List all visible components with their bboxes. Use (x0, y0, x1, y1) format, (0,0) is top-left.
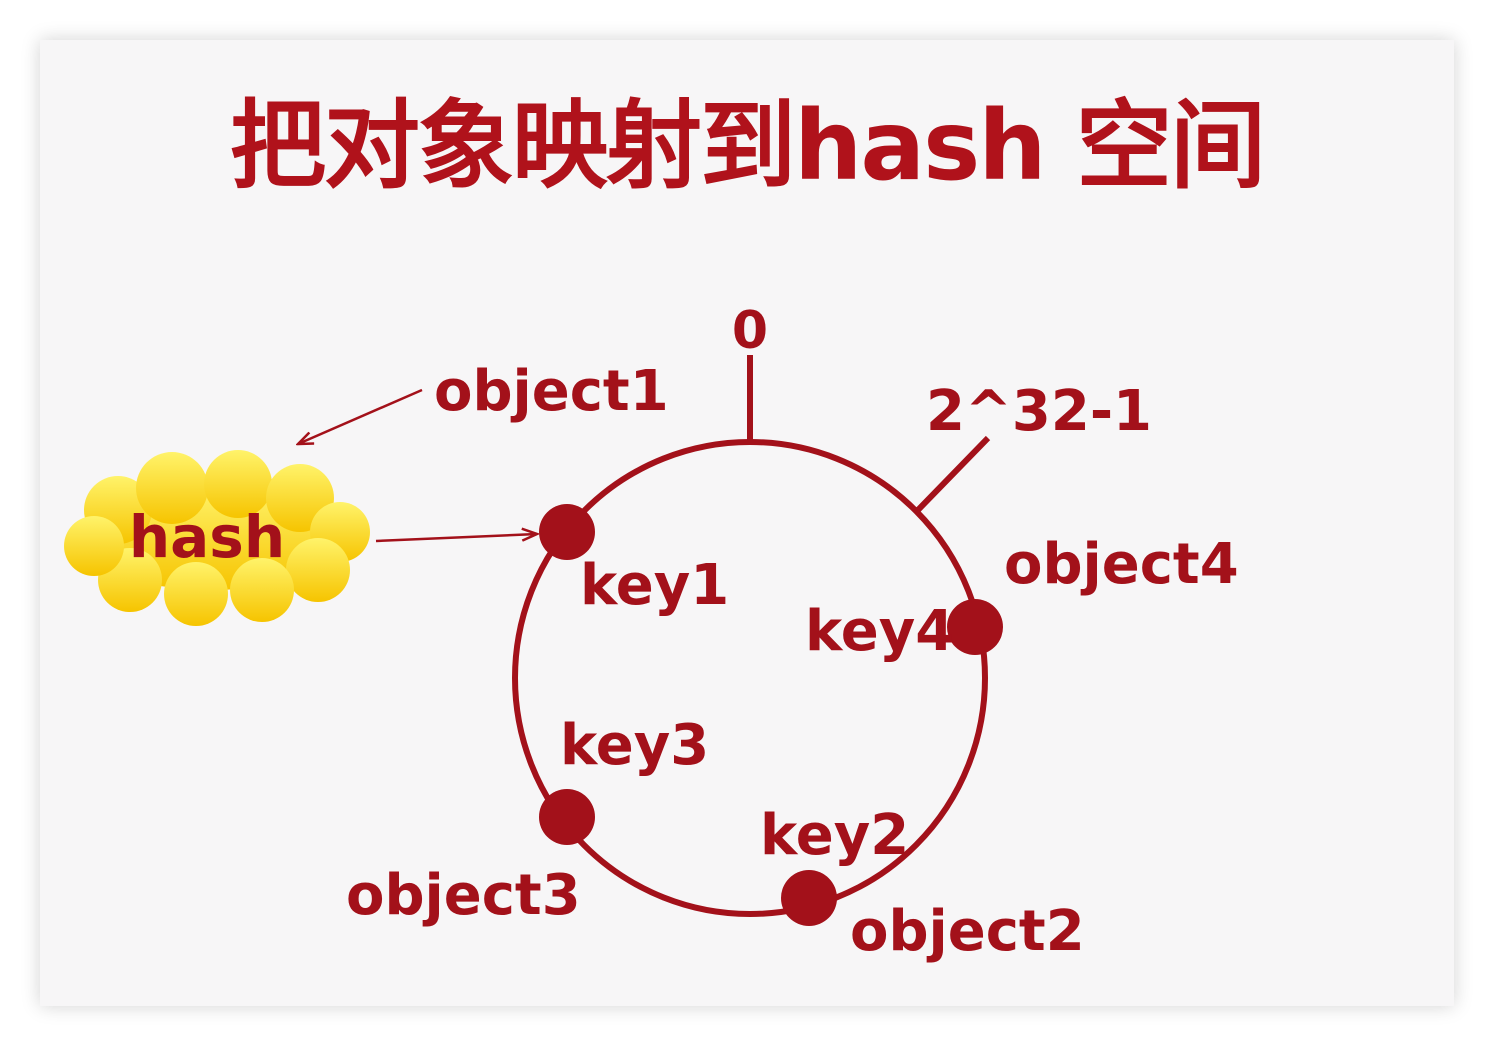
hash-label: hash (129, 503, 285, 571)
key4-label: key4 (805, 599, 954, 664)
key2-dot (781, 870, 837, 926)
object4-label: object4 (1004, 532, 1239, 597)
object1-to-hash-arrow (298, 388, 423, 444)
key3-label: key3 (560, 713, 709, 778)
zero-label: 0 (732, 301, 768, 361)
hash-cloud: hash (64, 450, 370, 626)
slide-title: 把对象映射到hash 空间 (229, 90, 1266, 202)
object1-label: object1 (434, 359, 669, 424)
key1-label: key1 (580, 553, 729, 618)
key1-dot (539, 504, 595, 560)
hash-to-key1-arrow (375, 534, 537, 543)
max-label: 2^32-1 (926, 379, 1152, 444)
object2-label: object2 (850, 899, 1085, 964)
key4-dot (947, 599, 1003, 655)
key3-dot (539, 789, 595, 845)
key2-label: key2 (760, 803, 909, 868)
object3-label: object3 (346, 863, 581, 928)
max-tick (915, 435, 991, 513)
